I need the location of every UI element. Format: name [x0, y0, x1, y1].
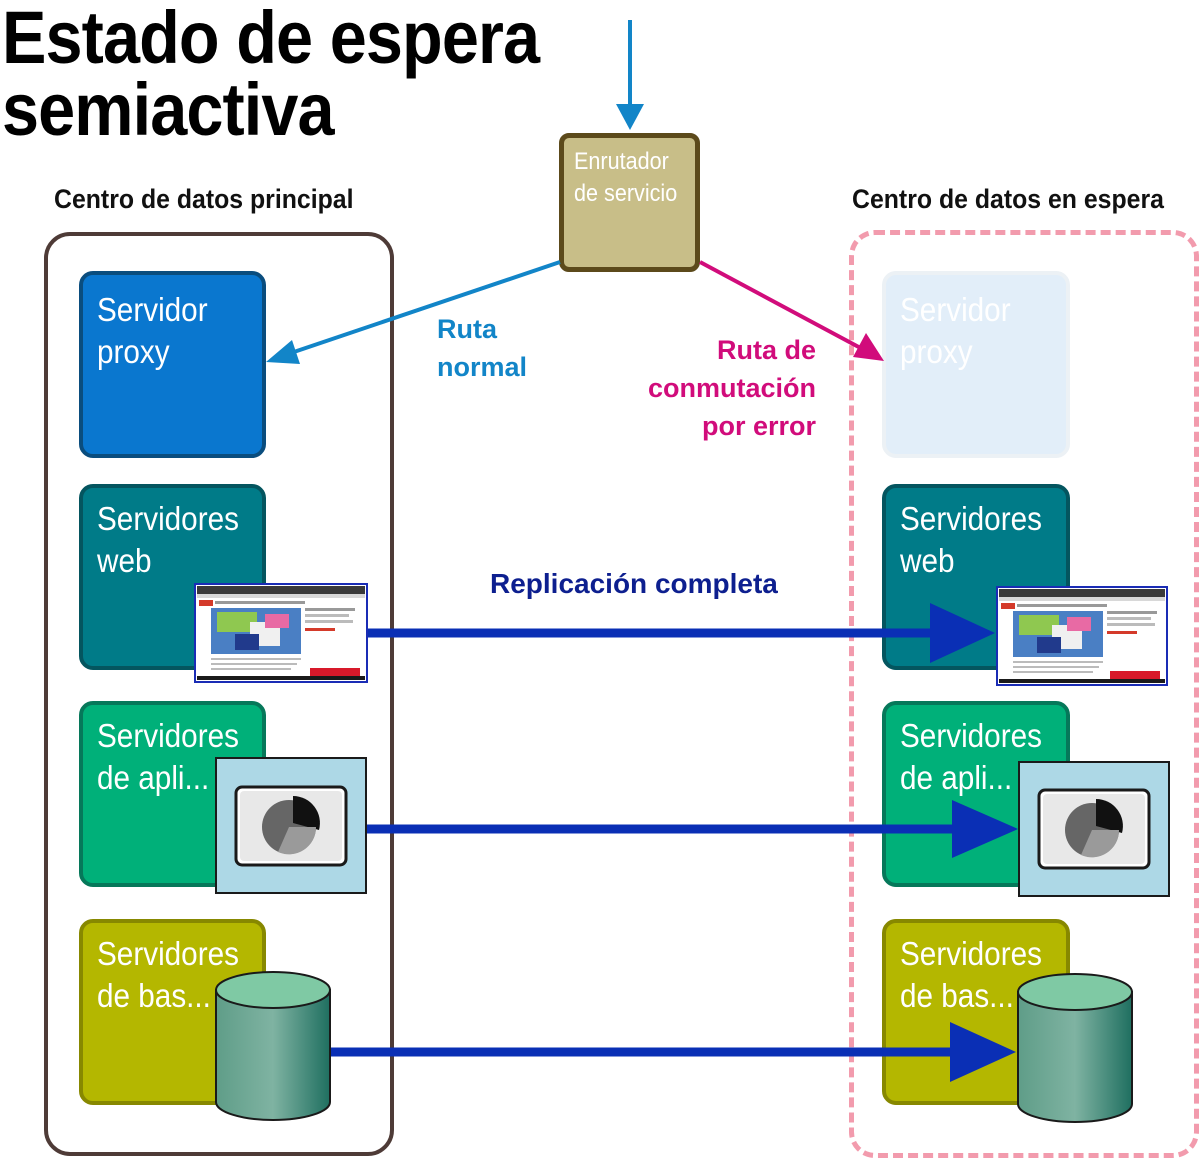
primary-app-line-1: Servidores — [97, 717, 239, 754]
normal-path-arrow — [266, 260, 561, 364]
primary-proxy-line-1: Servidor — [97, 291, 208, 328]
app-replication-arrow — [366, 800, 1018, 858]
title-line-2: semiactiva — [2, 68, 335, 151]
primary-dc-frame — [44, 232, 394, 1156]
standby-proxy-line-1: Servidor — [900, 291, 1011, 328]
db-replication-arrow — [330, 1022, 1016, 1082]
standby-web-line-1: Servidores — [900, 500, 1042, 537]
normal-path-line-1: Ruta — [437, 314, 497, 344]
pie-chart-icon — [215, 757, 367, 894]
standby-dc-label: Centro de datos en espera — [852, 184, 1164, 214]
standby-app-line-2: de apli... — [900, 759, 1013, 796]
standby-dc-frame — [849, 230, 1199, 1158]
failover-path-line-1: Ruta de — [716, 335, 816, 365]
web-replication-arrow — [368, 603, 995, 663]
primary-db-line-2: de bas... — [97, 977, 211, 1014]
failover-path-line-2: conmutación — [647, 373, 816, 403]
primary-app-line-2: de apli... — [97, 759, 210, 796]
database-cylinder-icon — [1017, 973, 1133, 1123]
pie-chart-icon — [1018, 761, 1170, 897]
standby-proxy-line-2: proxy — [900, 333, 973, 370]
standby-db-line-2: de bas... — [900, 977, 1014, 1014]
failover-path-arrow — [699, 260, 884, 361]
router-line-2: de servicio — [574, 180, 678, 207]
incoming-arrow — [616, 20, 644, 130]
primary-web-line-2: web — [97, 542, 152, 579]
normal-path-label: Ruta normal — [437, 310, 527, 386]
replication-label: Replicación completa — [490, 568, 778, 599]
standby-web-line-2: web — [900, 542, 955, 579]
web-page-screenshot-icon — [194, 583, 368, 683]
primary-dc-label: Centro de datos principal — [54, 184, 354, 214]
web-page-screenshot-icon — [996, 586, 1168, 686]
router-line-1: Enrutador — [574, 148, 669, 175]
failover-path-label: Ruta de conmutación por error — [640, 331, 816, 445]
service-router: Enrutador de servicio — [559, 133, 700, 272]
title-line-1: Estado de espera — [2, 0, 540, 79]
page-title: Estado de espera semiactiva — [2, 0, 540, 151]
database-cylinder-icon — [215, 971, 331, 1121]
standby-app-line-1: Servidores — [900, 717, 1042, 754]
normal-path-line-2: normal — [437, 352, 528, 382]
standby-proxy-server: Servidor proxy — [882, 271, 1070, 458]
standby-db-line-1: Servidores — [900, 935, 1042, 972]
primary-proxy-line-2: proxy — [97, 333, 170, 370]
primary-web-line-1: Servidores — [97, 500, 239, 537]
primary-proxy-server: Servidor proxy — [79, 271, 266, 458]
failover-path-line-3: por error — [701, 411, 816, 441]
primary-db-line-1: Servidores — [97, 935, 239, 972]
